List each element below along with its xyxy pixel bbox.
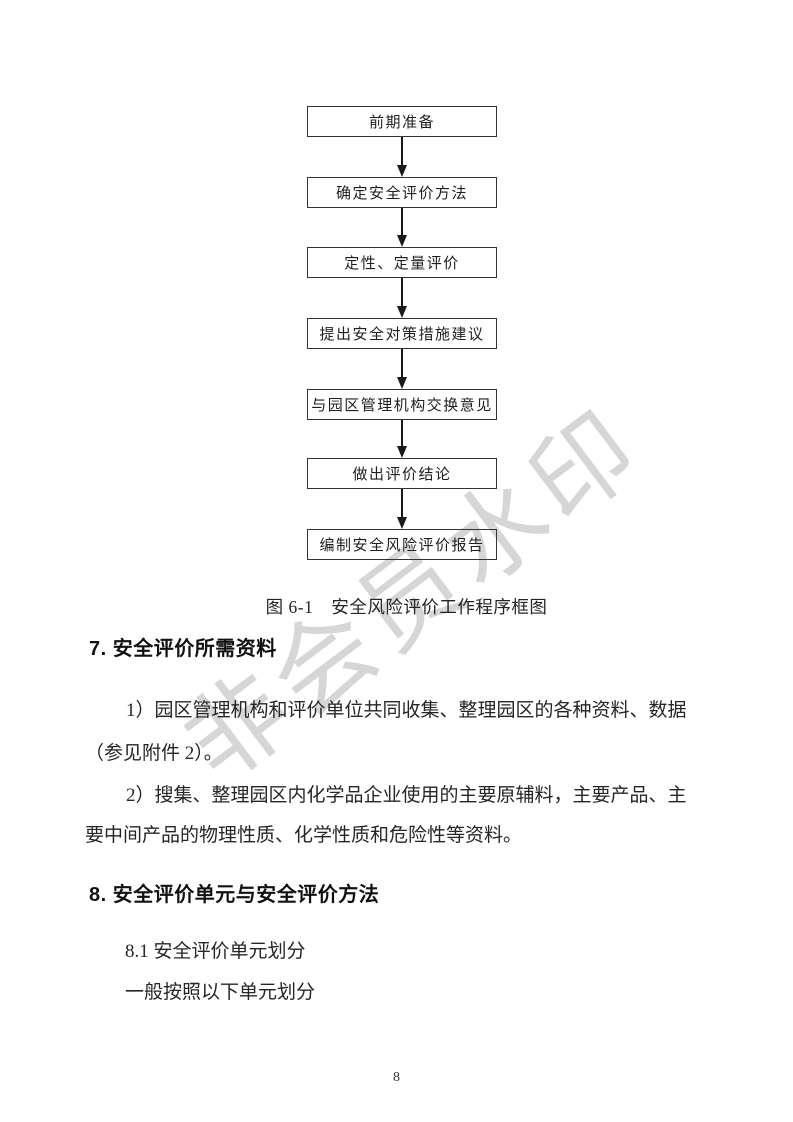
flowchart-step-label: 编制安全风险评价报告 [319, 538, 485, 554]
flow-arrow-down-icon [397, 489, 407, 529]
flow-arrow-down-icon [397, 278, 407, 318]
flowchart-step-label: 做出评价结论 [352, 467, 452, 483]
section-7-paragraph-1-line-2: （参见附件 2）。 [85, 743, 223, 764]
arrow-shaft [401, 208, 403, 237]
section-7-heading: 7. 安全评价所需资料 [89, 638, 277, 660]
arrow-shaft [401, 420, 403, 448]
flow-arrow-down-icon [397, 349, 407, 389]
arrow-head-icon [397, 377, 407, 389]
arrow-head-icon [397, 306, 407, 318]
flowchart-step-label: 提出安全对策措施建议 [319, 327, 485, 343]
flow-arrow-down-icon [397, 137, 407, 177]
section-8-line-1: 一般按照以下单元划分 [125, 982, 316, 1003]
flowchart-step-label: 确定安全评价方法 [335, 186, 468, 202]
section-8-heading: 8. 安全评价单元与安全评价方法 [89, 884, 380, 906]
flowchart-step-6: 做出评价结论 [307, 458, 497, 489]
section-7-paragraph-2-line-2: 要中间产品的物理性质、化学性质和危险性等资料。 [85, 825, 523, 846]
arrow-shaft [401, 137, 403, 167]
figure-caption: 图 6-1 安全风险评价工作程序框图 [265, 597, 548, 617]
section-7-paragraph-2-line-1: 2）搜集、整理园区内化学品企业使用的主要原辅料，主要产品、主 [126, 785, 687, 806]
arrow-shaft [401, 278, 403, 308]
flowchart-step-5: 与园区管理机构交换意见 [307, 389, 497, 420]
section-7-paragraph-1-line-1: 1）园区管理机构和评价单位共同收集、整理园区的各种资料、数据 [126, 700, 687, 721]
arrow-head-icon [397, 235, 407, 247]
flow-arrow-down-icon [397, 208, 407, 247]
arrow-head-icon [397, 446, 407, 458]
flowchart-step-7: 编制安全风险评价报告 [307, 529, 497, 560]
arrow-head-icon [397, 517, 407, 529]
arrow-shaft [401, 349, 403, 379]
flow-arrow-down-icon [397, 420, 407, 458]
watermark-text: 非会员水印 [164, 388, 664, 803]
flowchart-step-label: 前期准备 [368, 115, 435, 131]
flowchart-step-4: 提出安全对策措施建议 [307, 318, 497, 349]
page-number: 8 [393, 1070, 400, 1085]
flowchart-step-label: 定性、定量评价 [344, 256, 460, 272]
arrow-head-icon [397, 165, 407, 177]
arrow-shaft [401, 489, 403, 519]
section-8-sub-heading: 8.1 安全评价单元划分 [125, 941, 306, 962]
flowchart-step-1: 前期准备 [307, 106, 497, 137]
flowchart-step-3: 定性、定量评价 [307, 247, 497, 278]
flowchart-step-2: 确定安全评价方法 [307, 177, 497, 208]
flowchart-step-label: 与园区管理机构交换意见 [311, 398, 493, 414]
